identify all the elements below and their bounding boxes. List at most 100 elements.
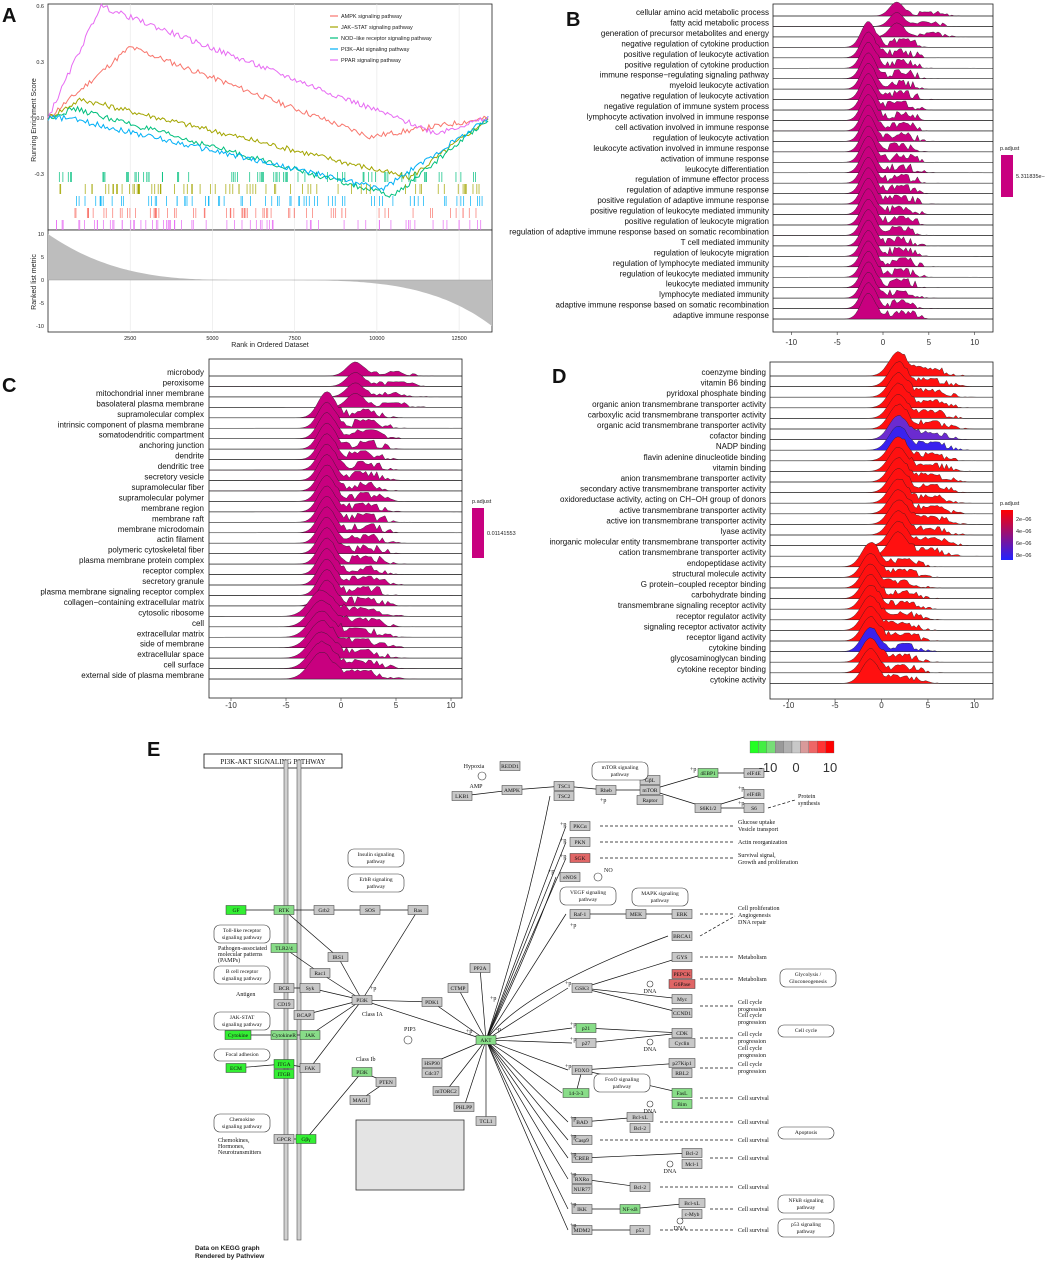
color-key-cell xyxy=(800,740,809,754)
chemokines-label: Hormones, xyxy=(218,1144,245,1150)
gene-label: PDK1 xyxy=(425,1000,439,1006)
term-label: cell surface xyxy=(164,661,205,670)
gene-node-cytokiner xyxy=(270,1030,298,1040)
pathway-link-mapk xyxy=(631,887,689,907)
term-label: T cell mediated immunity xyxy=(681,238,769,247)
legend-label: NOD−like receptor signaling pathway xyxy=(341,36,432,42)
pathway-edge xyxy=(485,913,567,1041)
pathway-link-insulin xyxy=(347,848,405,868)
gene-node-s6 xyxy=(743,803,765,813)
term-label: cell xyxy=(192,619,204,628)
ridge-density xyxy=(208,569,463,596)
pathway-link-vegf xyxy=(559,886,617,906)
x-tick-label: 10 xyxy=(447,701,456,710)
term-label: mitochondrial inner membrane xyxy=(96,389,205,398)
panel-label-c: C xyxy=(2,375,16,397)
gene-label: PI3K xyxy=(356,998,368,1004)
pathway-link-label: Apoptosis xyxy=(795,1130,817,1136)
color-key-cell xyxy=(766,740,776,754)
ridge-density xyxy=(209,496,462,523)
gene-node-jak xyxy=(299,1030,321,1040)
gene-node-erk xyxy=(671,909,693,919)
x-tick-label: 5000 xyxy=(206,336,218,342)
class-ia-label: Class IA xyxy=(362,1012,384,1018)
term-label: basolateral plasma membrane xyxy=(96,399,204,408)
gene-label: MDM2 xyxy=(574,1228,591,1234)
gene-label: eIF4E xyxy=(747,771,761,777)
plus-p-label: +p xyxy=(690,767,696,773)
gene-node-tsc2 xyxy=(553,791,575,801)
ridge-density xyxy=(773,198,993,226)
ridge-density xyxy=(770,606,993,631)
gene-label: Raptor xyxy=(643,798,658,804)
term-label: organic acid transmembrane transporter a… xyxy=(597,421,766,430)
gene-node-brca1 xyxy=(671,931,693,941)
pathway-link-jakstat xyxy=(213,1011,271,1031)
gene-node-creb xyxy=(571,1153,593,1163)
pip3-label: PIP3 xyxy=(404,1027,416,1033)
term-label: positive regulation of leukocyte mediate… xyxy=(590,207,769,216)
membrane-right xyxy=(296,759,302,1241)
gene-label: TCL1 xyxy=(479,1119,492,1125)
minus-p-label: -p xyxy=(496,1027,501,1033)
gene-node-nfkb xyxy=(619,1204,641,1214)
gene-label: Bim xyxy=(677,1102,687,1108)
gene-node-myc xyxy=(671,994,693,1004)
term-label: NADP binding xyxy=(716,442,766,451)
term-label: signaling receptor activator activity xyxy=(644,622,766,631)
gene-node-rtk xyxy=(273,905,295,915)
dna-label: DNA xyxy=(674,1226,688,1232)
gene-node-ikk xyxy=(571,1204,593,1214)
x-tick-label: 5 xyxy=(927,338,932,347)
legend-label: JAK−STAT signaling pathway xyxy=(341,25,413,31)
y-tick-label: 5 xyxy=(41,255,44,261)
gene-node-bcr xyxy=(273,983,295,993)
plus-p-label: +p xyxy=(570,1022,576,1028)
plus-p-label: +p xyxy=(490,996,496,1002)
gene-label: MAGI xyxy=(353,1098,368,1104)
ridge-density xyxy=(209,382,462,398)
legend-label: PPAR signaling pathway xyxy=(341,58,401,64)
pathway-edge xyxy=(361,909,419,1001)
ridge-density xyxy=(773,219,993,247)
ridge-density xyxy=(770,616,993,642)
gene-label: REDD1 xyxy=(501,764,519,770)
gene-label: Cyclin xyxy=(675,1041,690,1047)
pathway-link-focal xyxy=(213,1048,271,1062)
gene-node-ctmp xyxy=(447,983,469,993)
plus-p-label: +p xyxy=(565,981,571,987)
color-key-tick: 10 xyxy=(823,760,837,775)
gene-label: Myc xyxy=(677,997,688,1003)
ridge-density xyxy=(772,12,994,27)
ridge-density xyxy=(773,31,993,58)
term-label: cytokine binding xyxy=(709,644,766,653)
pathway-link-label: mTOR signaling xyxy=(602,765,639,771)
gene-node-eif4b xyxy=(743,789,765,799)
dna-circle xyxy=(646,1100,654,1108)
pathway-edges xyxy=(235,772,796,1231)
ridge-density xyxy=(209,454,462,481)
antigen-label: Antigen xyxy=(236,992,255,998)
gene-node-phlpp xyxy=(453,1102,475,1112)
pathway-edge xyxy=(485,1039,569,1180)
gene-node-mek xyxy=(625,909,647,919)
panel-label-e: E xyxy=(147,739,160,761)
legend-tick-label: 8e−06 xyxy=(1016,553,1031,559)
output-survival: Cell survival xyxy=(738,1120,769,1126)
gene-node-enos xyxy=(559,872,581,882)
ridge-density xyxy=(209,361,462,377)
gene-node-rheb xyxy=(595,785,617,795)
term-label: oxidoreductase activity, acting on CH−OH… xyxy=(560,495,766,504)
gene-label: NUR77 xyxy=(573,1187,590,1193)
x-tick-label: -5 xyxy=(831,701,839,710)
legend-colorbar xyxy=(472,508,484,558)
term-label: regulation of leukocyte migration xyxy=(654,248,769,257)
gene-label: mTOR xyxy=(642,788,658,794)
gene-node-sos xyxy=(359,905,381,915)
term-label: dendritic tree xyxy=(158,462,205,471)
ridge-density xyxy=(208,401,463,429)
gene-node-cyclin xyxy=(668,1038,696,1048)
gene-label: p27 xyxy=(582,1041,591,1047)
pathway-edge xyxy=(485,1039,569,1123)
plus-p-label: +p xyxy=(600,798,606,804)
